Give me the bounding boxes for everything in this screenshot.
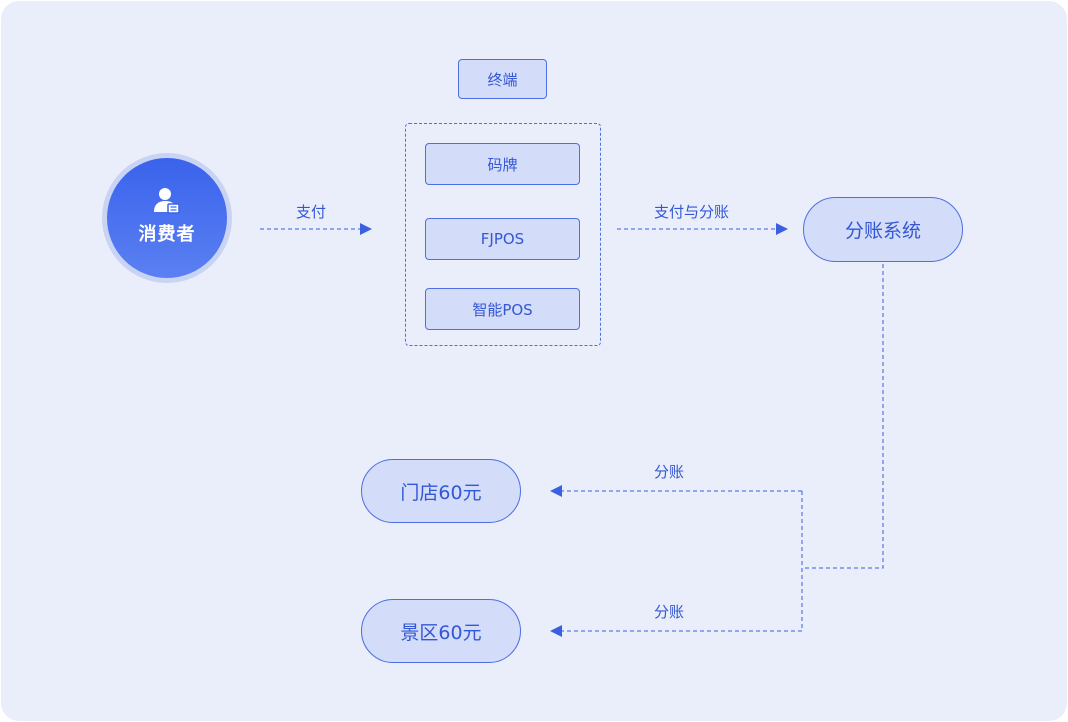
consumer-node: 消费者 (107, 158, 227, 278)
scenic-area-node: 景区60元 (361, 599, 521, 663)
split-system-node: 分账系统 (803, 197, 963, 262)
edge-label-pay: 支付 (296, 203, 327, 221)
store-node: 门店60元 (361, 459, 521, 523)
terminal-group (405, 123, 601, 346)
device-fjpos: FJPOS (425, 218, 580, 260)
edge-label-split-scenic: 分账 (654, 603, 685, 621)
terminal-title: 终端 (458, 59, 547, 99)
edge-label-split-store: 分账 (654, 463, 685, 481)
device-smart-pos: 智能POS (425, 288, 580, 330)
consumer-label: 消费者 (138, 224, 196, 245)
device-code-plate: 码牌 (425, 143, 580, 185)
person-icon (154, 188, 180, 214)
edge-label-pay-split: 支付与分账 (654, 203, 730, 221)
